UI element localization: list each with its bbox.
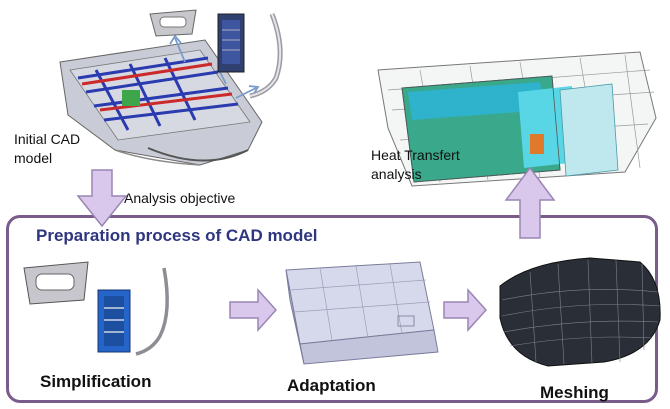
simplified-frame-part: [23, 261, 89, 305]
initial-cad-model-image: [59, 39, 263, 166]
arrow-to-adaptation: [229, 288, 278, 332]
heat-transfer-label: Heat Transfert analysis: [371, 146, 460, 184]
process-title: Preparation process of CAD model: [36, 226, 318, 245]
heat-transfer-label-line1: Heat Transfert: [371, 147, 460, 163]
adapted-model-image: [285, 261, 439, 365]
simplified-rack-part: [97, 289, 131, 353]
step-simplification-label: Simplification: [40, 372, 152, 391]
step-adaptation-label: Adaptation: [287, 376, 376, 395]
initial-cad-label-line2: model: [14, 150, 53, 166]
meshed-model-image: [499, 257, 661, 367]
step-meshing-label: Meshing: [540, 383, 609, 402]
initial-cad-label-line1: Initial CAD: [14, 131, 81, 147]
heat-transfer-label-line2: analysis: [371, 166, 422, 182]
initial-cad-label: Initial CAD model: [14, 130, 80, 168]
heat-transfer-model-image: [377, 51, 657, 187]
arrow-up-to-analysis: [504, 166, 556, 239]
extracted-rack-part: [217, 13, 245, 73]
analysis-objective-label: Analysis objective: [124, 190, 236, 206]
arrow-down-to-process: [76, 169, 128, 228]
simplified-pipe-part: [135, 267, 169, 356]
extracted-pipe-part: [249, 13, 283, 99]
arrow-to-meshing: [443, 288, 488, 332]
extracted-frame-part: [149, 9, 197, 37]
